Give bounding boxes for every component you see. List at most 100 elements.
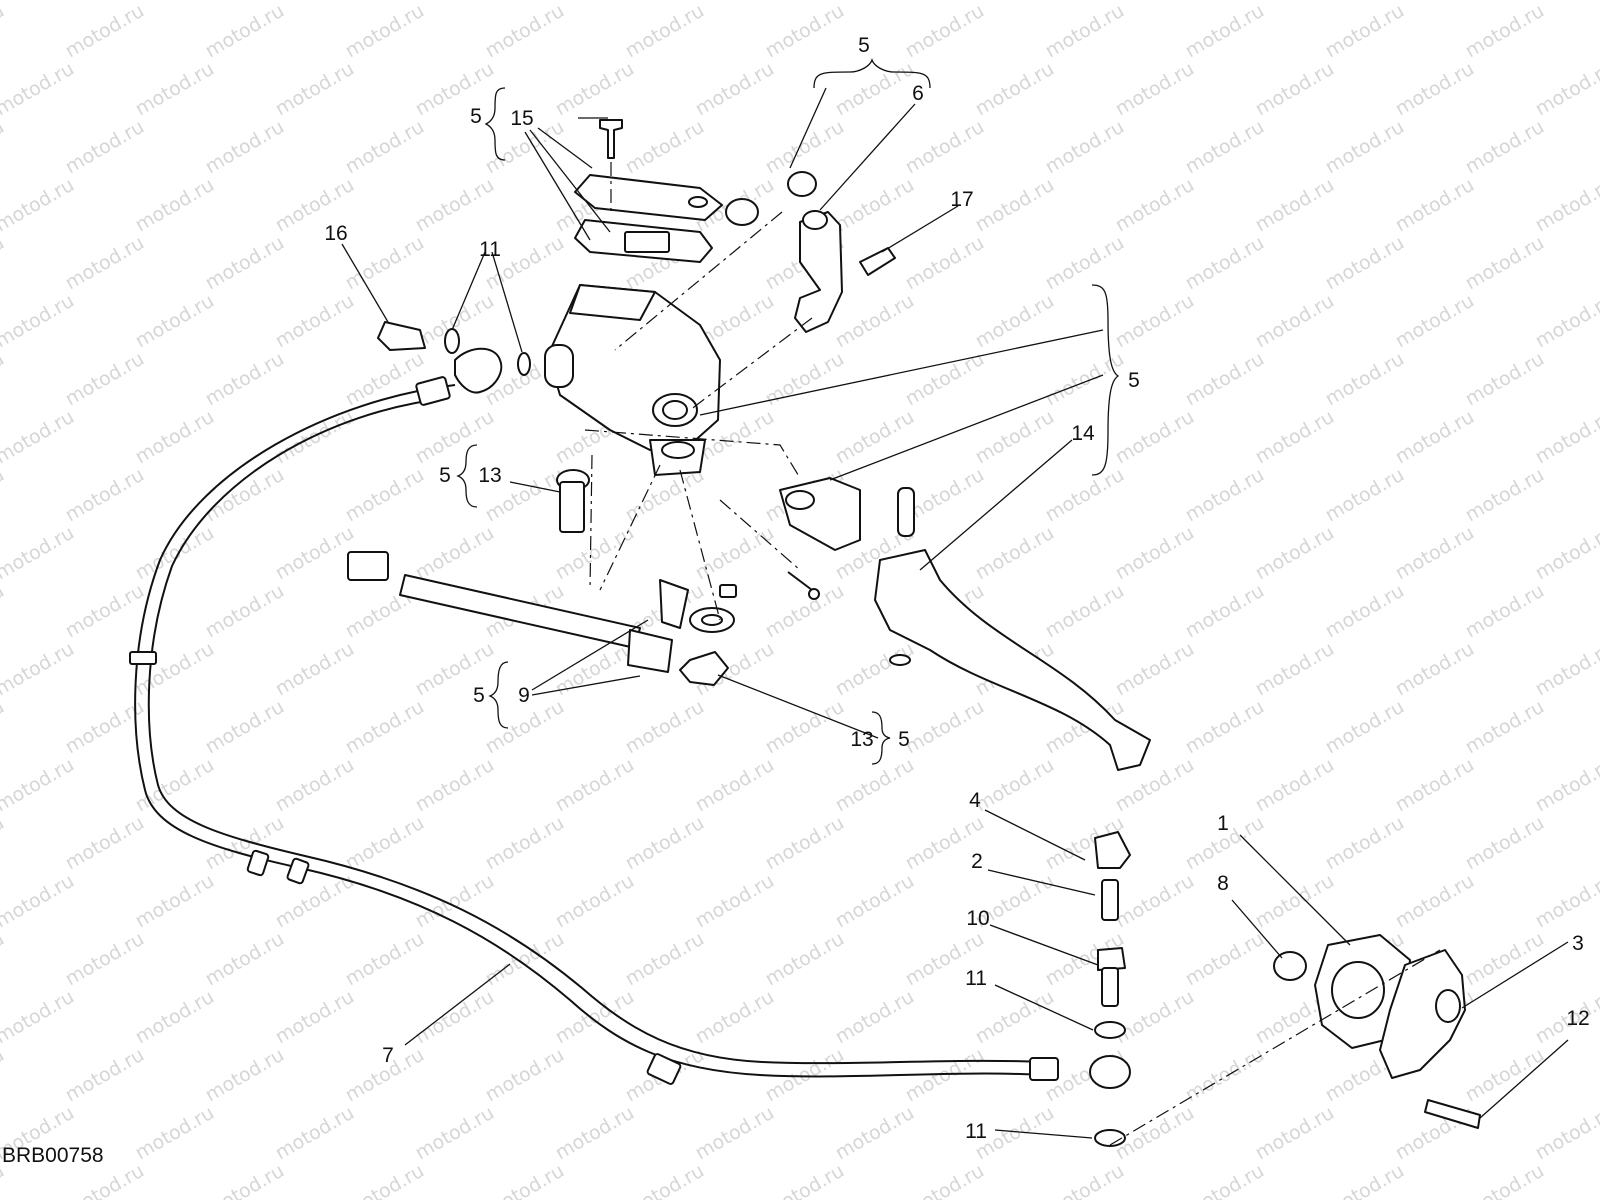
watermark-text: motod.ru	[1392, 522, 1478, 585]
watermark-text: motod.ru	[1042, 464, 1128, 527]
watermark-text: motod.ru	[412, 754, 498, 817]
watermark-text: motod.ru	[1322, 348, 1408, 411]
watermark-text: motod.ru	[1112, 0, 1198, 4]
watermark-text: motod.ru	[902, 696, 988, 759]
watermark-text: motod.ru	[62, 580, 148, 643]
watermark-text: motod.ru	[482, 1160, 568, 1200]
assembly-lines	[584, 162, 1441, 1146]
watermark-text: motod.ru	[622, 928, 708, 991]
watermark-text: motod.ru	[762, 812, 848, 875]
watermark-text: motod.ru	[1322, 0, 1408, 62]
watermark-text: motod.ru	[0, 986, 78, 1049]
watermark-text: motod.ru	[412, 522, 498, 585]
callout-16: 16	[324, 222, 347, 245]
callout-11-mid: 11	[965, 967, 987, 990]
watermark-text: motod.ru	[622, 116, 708, 179]
watermark-text: motod.ru	[342, 0, 428, 62]
reservoir-cap	[574, 119, 723, 263]
watermark-text: motod.ru	[1252, 754, 1338, 817]
callout-13-upper: 13	[478, 464, 501, 487]
callout-5-15: 5	[470, 105, 482, 128]
watermark-text: motod.ru	[622, 0, 708, 62]
watermark-text: motod.ru	[482, 1044, 568, 1107]
watermark-text: motod.ru	[1252, 870, 1338, 933]
callout-3: 3	[1572, 932, 1584, 955]
watermark-text: motod.ru	[0, 0, 78, 4]
callout-11-bottom: 11	[965, 1120, 987, 1143]
watermark-text: motod.ru	[902, 232, 988, 295]
watermark-text: motod.ru	[1182, 1044, 1268, 1107]
watermark-text: motod.ru	[1042, 0, 1128, 62]
watermark-text: motod.ru	[132, 870, 218, 933]
watermark-text: motod.ru	[1532, 0, 1600, 4]
watermark-text: motod.ru	[62, 1044, 148, 1107]
watermark-text: motod.ru	[692, 58, 778, 121]
watermark-text: motod.ru	[272, 522, 358, 585]
watermark-text: motod.ru	[202, 1160, 288, 1200]
clutch-hose	[129, 347, 1059, 1085]
watermark-text: motod.ru	[1322, 580, 1408, 643]
watermark-text: motod.ru	[832, 638, 918, 701]
watermark-text: motod.ru	[1182, 580, 1268, 643]
watermark-text: motod.ru	[1322, 464, 1408, 527]
watermark-text: motod.ru	[1182, 928, 1268, 991]
watermark-text: motod.ru	[1392, 406, 1478, 469]
watermark-text: motod.ru	[972, 522, 1058, 585]
watermark-text: motod.ru	[62, 464, 148, 527]
watermark-text: motod.ru	[552, 870, 638, 933]
watermark-text: motod.ru	[1252, 0, 1338, 4]
leader-lines	[341, 87, 1569, 1139]
watermark-text: motod.ru	[1252, 290, 1338, 353]
watermark-text: motod.ru	[1042, 116, 1128, 179]
watermark-text: motod.ru	[972, 58, 1058, 121]
watermark-text: motod.ru	[1112, 638, 1198, 701]
watermark-text: motod.ru	[552, 754, 638, 817]
watermark-text: motod.ru	[552, 1102, 638, 1165]
watermark-text: motod.ru	[622, 812, 708, 875]
handlebar-clamp	[725, 171, 896, 333]
watermark-text: motod.ru	[1042, 1160, 1128, 1200]
master-cylinder	[544, 284, 721, 476]
watermark-text: motod.ru	[1462, 1044, 1548, 1107]
watermark-text: motod.ru	[412, 1102, 498, 1165]
callout-5-13a: 5	[439, 464, 451, 487]
watermark-text: motod.ru	[202, 464, 288, 527]
watermark-text: motod.ru	[272, 406, 358, 469]
braces	[456, 57, 1120, 765]
watermark-text: motod.ru	[132, 1102, 218, 1165]
watermark-text: motod.ru	[1112, 986, 1198, 1049]
watermark-text: motod.ru	[412, 58, 498, 121]
watermark-text: motod.ru	[692, 0, 778, 4]
watermark-text: motod.ru	[1322, 696, 1408, 759]
watermark-text: motod.ru	[1462, 116, 1548, 179]
watermark-text: motod.ru	[412, 0, 498, 4]
watermark-text: motod.ru	[762, 0, 848, 62]
watermark-text: motod.ru	[0, 232, 8, 295]
watermark-text: motod.ru	[412, 174, 498, 237]
watermark-text: motod.ru	[0, 754, 78, 817]
watermark-text: motod.ru	[272, 1102, 358, 1165]
watermark-text: motod.ru	[0, 464, 8, 527]
watermark-text: motod.ru	[1322, 812, 1408, 875]
watermark-text: motod.ru	[132, 58, 218, 121]
watermark-text: motod.ru	[132, 638, 218, 701]
watermark-text: motod.ru	[1532, 58, 1600, 121]
watermark-text: motod.ru	[272, 986, 358, 1049]
watermark-text: motod.ru	[552, 638, 638, 701]
watermark-text: motod.ru	[552, 0, 638, 4]
watermark-text: motod.ru	[0, 116, 8, 179]
watermark-text: motod.ru	[272, 58, 358, 121]
watermark-text: motod.ru	[1532, 174, 1600, 237]
callout-7: 7	[382, 1044, 394, 1067]
watermark-text: motod.ru	[762, 696, 848, 759]
watermark-text: motod.ru	[1112, 870, 1198, 933]
clutch-lever	[779, 477, 1151, 771]
watermark-text: motod.ru	[1112, 522, 1198, 585]
watermark-text: motod.ru	[1112, 174, 1198, 237]
watermark-text: motod.ru	[1042, 580, 1128, 643]
watermark-text: motod.ru	[972, 0, 1058, 4]
watermark-text: motod.ru	[1532, 870, 1600, 933]
watermark-text: motod.ru	[132, 0, 218, 4]
watermark-text: motod.ru	[342, 696, 428, 759]
callout-labels: 5 5 15 6 17 16 11 5 14 5 13 5 9 13 5 4 2…	[2, 34, 1590, 1167]
